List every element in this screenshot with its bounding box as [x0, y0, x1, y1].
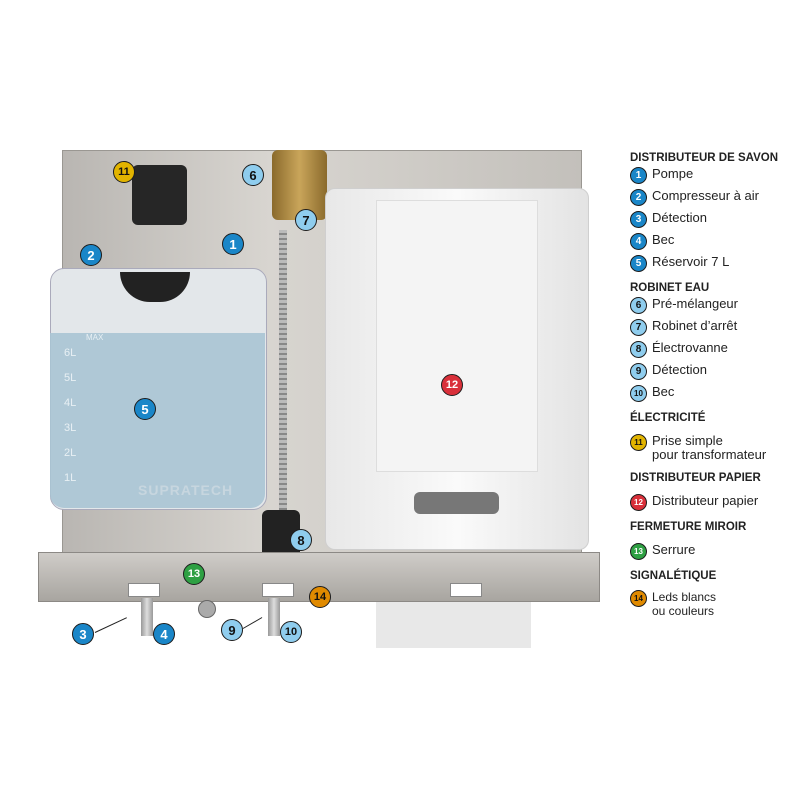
- legend-label: Détection: [652, 210, 707, 225]
- legend-paper: DISTRIBUTEUR PAPIER 12 Distributeur papie…: [630, 472, 800, 511]
- level-max: MAX: [86, 333, 104, 342]
- legend-lock: FERMETURE MIROIR 13 Serrure: [630, 521, 800, 560]
- legend-label: Pré-mélangeur: [652, 296, 738, 311]
- led-paper: [450, 583, 482, 597]
- legend-label: Bec: [652, 384, 675, 399]
- marker-14: 14: [309, 586, 331, 608]
- legend-label: Serrure: [652, 542, 696, 557]
- marker-1: 1: [222, 233, 244, 255]
- legend-label: Prise simple: [652, 433, 723, 448]
- legend-item: 7 Robinet d’arrêt: [630, 319, 800, 336]
- marker-8: 8: [290, 529, 312, 551]
- marker-icon: 13: [630, 543, 647, 560]
- marker-icon: 5: [630, 255, 647, 272]
- legend-label: Distributeur papier: [652, 493, 759, 508]
- legend-label: Robinet d’arrêt: [652, 318, 738, 333]
- legend-item: 8 Électrovanne: [630, 341, 800, 358]
- legend-item: 3 Détection: [630, 211, 800, 228]
- marker-icon: 8: [630, 341, 647, 358]
- legend-label: Réservoir 7 L: [652, 254, 730, 269]
- marker-3: 3: [72, 623, 94, 645]
- legend-label: Pompe: [652, 166, 694, 181]
- level-4l: 4L: [64, 397, 77, 409]
- level-1l: 1L: [64, 472, 77, 484]
- legend-label: Détection: [652, 362, 707, 377]
- legend-item: 4 Bec: [630, 233, 800, 250]
- marker-icon: 14: [630, 590, 647, 607]
- marker-icon: 11: [630, 434, 647, 451]
- legend-title: DISTRIBUTEUR DE SAVON: [630, 152, 779, 164]
- legend-title: FERMETURE MIROIR: [630, 521, 747, 533]
- marker-icon: 2: [630, 189, 647, 206]
- legend-label: Compresseur à air: [652, 188, 759, 203]
- level-6l: 6L: [64, 347, 77, 359]
- marker-icon: 9: [630, 363, 647, 380]
- legend-label: Électrovanne: [652, 340, 728, 355]
- legend: DISTRIBUTEUR DE SAVON 1 Pompe 2 Compresseu…: [630, 152, 800, 628]
- marker-icon: 10: [630, 385, 647, 402]
- arrow-9: [242, 617, 263, 629]
- marker-9: 9: [221, 619, 243, 641]
- legend-item: 12 Distributeur papier: [630, 494, 800, 511]
- marker-icon: 4: [630, 233, 647, 250]
- legend-item: 10 Bec: [630, 385, 800, 402]
- arrow-3: [94, 617, 127, 633]
- legend-label: Bec: [652, 232, 675, 247]
- marker-2: 2: [80, 244, 102, 266]
- legend-item: 5 Réservoir 7 L: [630, 255, 800, 272]
- legend-water: ROBINET EAU 6 Pré-mélangeur 7 Robinet d’ar…: [630, 282, 800, 402]
- marker-4: 4: [153, 623, 175, 645]
- power-outlet-transformer: [132, 165, 187, 225]
- level-5l: 5L: [64, 372, 77, 384]
- marker-icon: 6: [630, 297, 647, 314]
- lock-cylinder: [198, 600, 216, 618]
- legend-title: SIGNALÉTIQUE: [630, 570, 717, 582]
- marker-icon: 12: [630, 494, 647, 511]
- marker-13: 13: [183, 563, 205, 585]
- legend-title: ROBINET EAU: [630, 282, 710, 294]
- legend-item: 9 Détection: [630, 363, 800, 380]
- marker-12: 12: [441, 374, 463, 396]
- water-spout: [268, 598, 280, 636]
- marker-icon: 3: [630, 211, 647, 228]
- legend-label-line2: ou couleurs: [652, 604, 715, 618]
- soap-level: [50, 333, 265, 508]
- marker-11: 11: [113, 161, 135, 183]
- marker-6: 6: [242, 164, 264, 186]
- level-3l: 3L: [64, 422, 77, 434]
- legend-label: Leds blancs: [652, 590, 717, 604]
- marker-icon: 1: [630, 167, 647, 184]
- legend-label-line2: pour transformateur: [652, 447, 767, 462]
- marker-10: 10: [280, 621, 302, 643]
- marker-5: 5: [134, 398, 156, 420]
- legend-item: 1 Pompe: [630, 167, 800, 184]
- water-hose: [279, 230, 287, 520]
- marker-icon: 7: [630, 319, 647, 336]
- led-soap: [128, 583, 160, 597]
- tank-brand: SUPRATECH: [138, 482, 234, 498]
- mixer-valve: [272, 150, 327, 220]
- paper-dispenser-lever: [414, 492, 499, 514]
- legend-title: ÉLECTRICITÉ: [630, 412, 706, 424]
- paper-dispenser-cover: [376, 200, 538, 472]
- marker-7: 7: [295, 209, 317, 231]
- legend-soap: DISTRIBUTEUR DE SAVON 1 Pompe 2 Compresseu…: [630, 152, 800, 272]
- legend-title: DISTRIBUTEUR PAPIER: [630, 472, 761, 484]
- legend-item: 13 Serrure: [630, 543, 800, 560]
- legend-item: 2 Compresseur à air: [630, 189, 800, 206]
- level-2l: 2L: [64, 447, 77, 459]
- led-water: [262, 583, 294, 597]
- legend-item: 6 Pré-mélangeur: [630, 297, 800, 314]
- soap-spout: [141, 598, 153, 636]
